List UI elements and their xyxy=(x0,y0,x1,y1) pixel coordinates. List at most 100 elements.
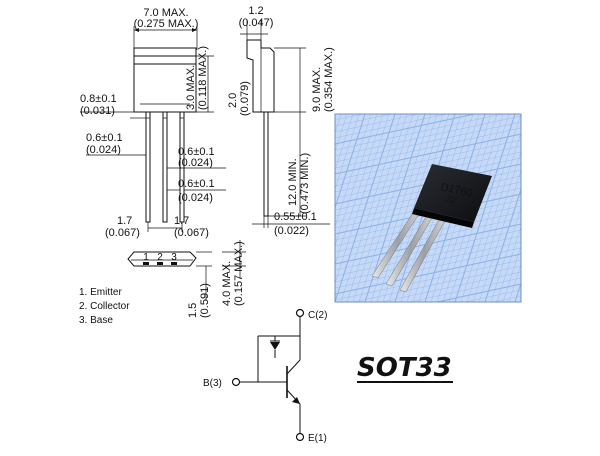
grid-line xyxy=(520,301,521,302)
grid-line xyxy=(131,114,191,302)
grid-line xyxy=(508,263,521,302)
grid-line xyxy=(380,271,521,302)
grid-line xyxy=(335,416,521,451)
grid-line xyxy=(382,114,444,302)
grid-line xyxy=(335,32,521,72)
grid-line xyxy=(335,115,521,157)
grid-line xyxy=(335,139,521,181)
width-max-label: 7.0 MAX. xyxy=(143,7,188,19)
grid-line xyxy=(335,0,521,6)
width-max-inch-label: (0.275 MAX.) xyxy=(134,18,199,30)
grid-line xyxy=(335,241,521,283)
lead-width-3-label: 0.6±0.1 xyxy=(178,178,215,190)
cap-height-label: 3.0 MAX. xyxy=(185,65,197,110)
grid-line xyxy=(533,114,593,302)
pitch-right-inch-label: (0.067) xyxy=(174,227,209,239)
grid-line xyxy=(358,114,420,302)
grid-line xyxy=(335,235,521,277)
base-width-inch-label: (0.591) xyxy=(199,283,211,318)
grid-line xyxy=(352,265,521,302)
pitch-right-label: 1.7 xyxy=(174,215,189,227)
grid-line xyxy=(335,127,521,169)
grid-line xyxy=(335,114,348,153)
grid-line xyxy=(167,114,227,302)
pinout-legend: 1. Emitter 2. Collector 3. Base xyxy=(79,287,130,326)
grid-line xyxy=(335,308,521,348)
grid-line xyxy=(335,410,521,450)
grid-line xyxy=(408,277,521,302)
grid-line xyxy=(520,301,521,302)
grid-line xyxy=(551,114,600,302)
grid-line xyxy=(335,114,378,247)
lead-thickness-inch-label: (0.022) xyxy=(274,225,309,237)
grid-line xyxy=(335,114,360,190)
grid-line xyxy=(539,114,599,302)
grid-line xyxy=(335,44,521,84)
schematic-symbol: C(2) B(3) E(1) xyxy=(203,308,327,444)
grid-line xyxy=(335,0,521,18)
grid-line xyxy=(335,404,521,444)
grid-line xyxy=(239,114,299,302)
transistor-body-side xyxy=(246,39,275,113)
pinout-item-collector: 2. Collector xyxy=(79,301,130,312)
grid-line xyxy=(335,398,521,438)
lead-length-inch-label: (0.473 MIN.) xyxy=(299,153,311,214)
grid-line xyxy=(335,26,521,66)
lead-width-2-label: 0.6±0.1 xyxy=(178,146,215,158)
component-photo: D1760 Z2 xyxy=(131,0,600,451)
body-height-label: 9.0 MAX. xyxy=(311,67,323,112)
lead-thickness-label: 0.55±0.1 xyxy=(274,211,317,223)
grid-line xyxy=(335,114,342,134)
grid-line xyxy=(143,114,203,302)
grid-line xyxy=(593,114,600,302)
grid-line xyxy=(335,114,392,127)
grid-line xyxy=(490,207,521,302)
pin-number-1: 1 xyxy=(143,252,149,263)
lead-step-inch-label: (0.031) xyxy=(80,105,115,117)
grid-line xyxy=(335,380,521,420)
grid-line xyxy=(581,114,600,302)
grid-line xyxy=(587,114,600,302)
emitter-arrow-icon xyxy=(292,397,300,404)
diode-icon xyxy=(270,342,280,350)
grid-line xyxy=(484,187,521,302)
photo-body-side xyxy=(412,208,474,228)
base-terminal xyxy=(231,377,241,387)
grid-line xyxy=(335,422,521,451)
photo-marking-line2: Z2 xyxy=(446,194,458,205)
pin-number-3: 3 xyxy=(171,252,177,263)
lead-width-3-inch-label: (0.024) xyxy=(178,192,213,204)
grid-line xyxy=(335,114,390,284)
side-view: 1.2 (0.047) 2.0 (0.079) 9.0 MAX. (0.354 … xyxy=(221,5,335,306)
lead-length-label: 12.0 MIN. xyxy=(287,158,299,206)
grid-line xyxy=(335,114,372,228)
grid-line xyxy=(335,133,521,175)
grid-line xyxy=(496,226,521,302)
grid-line xyxy=(545,114,600,302)
lead-width-1-label: 0.6±0.1 xyxy=(86,132,123,144)
grid-line xyxy=(557,114,600,302)
collector-label: C(2) xyxy=(308,310,327,321)
front-view: 7.0 MAX. (0.275 MAX.) 3.0 MAX. (0.118 MA… xyxy=(80,7,226,318)
grid-line xyxy=(335,38,521,78)
emitter-terminal xyxy=(295,432,305,442)
grid-line xyxy=(335,428,521,451)
grid-line xyxy=(472,150,521,302)
grid-line xyxy=(335,114,366,210)
grid-line xyxy=(335,247,521,289)
grid-line xyxy=(464,289,521,302)
grid-line xyxy=(478,169,521,302)
pinout-item-base: 3. Base xyxy=(79,315,113,326)
grid-line xyxy=(335,121,521,163)
grid-line xyxy=(335,62,521,102)
grid-line xyxy=(335,392,521,432)
body-height-inch-label: (0.354 MAX.) xyxy=(323,47,335,112)
base-height-inch-label: (0.157 MAX.) xyxy=(233,241,245,306)
grid-line xyxy=(335,114,384,266)
grid-line xyxy=(352,114,414,302)
photo-frame xyxy=(334,113,522,303)
graph-paper-grid xyxy=(131,0,600,451)
base-outline xyxy=(127,251,197,267)
grid-line xyxy=(335,434,521,451)
